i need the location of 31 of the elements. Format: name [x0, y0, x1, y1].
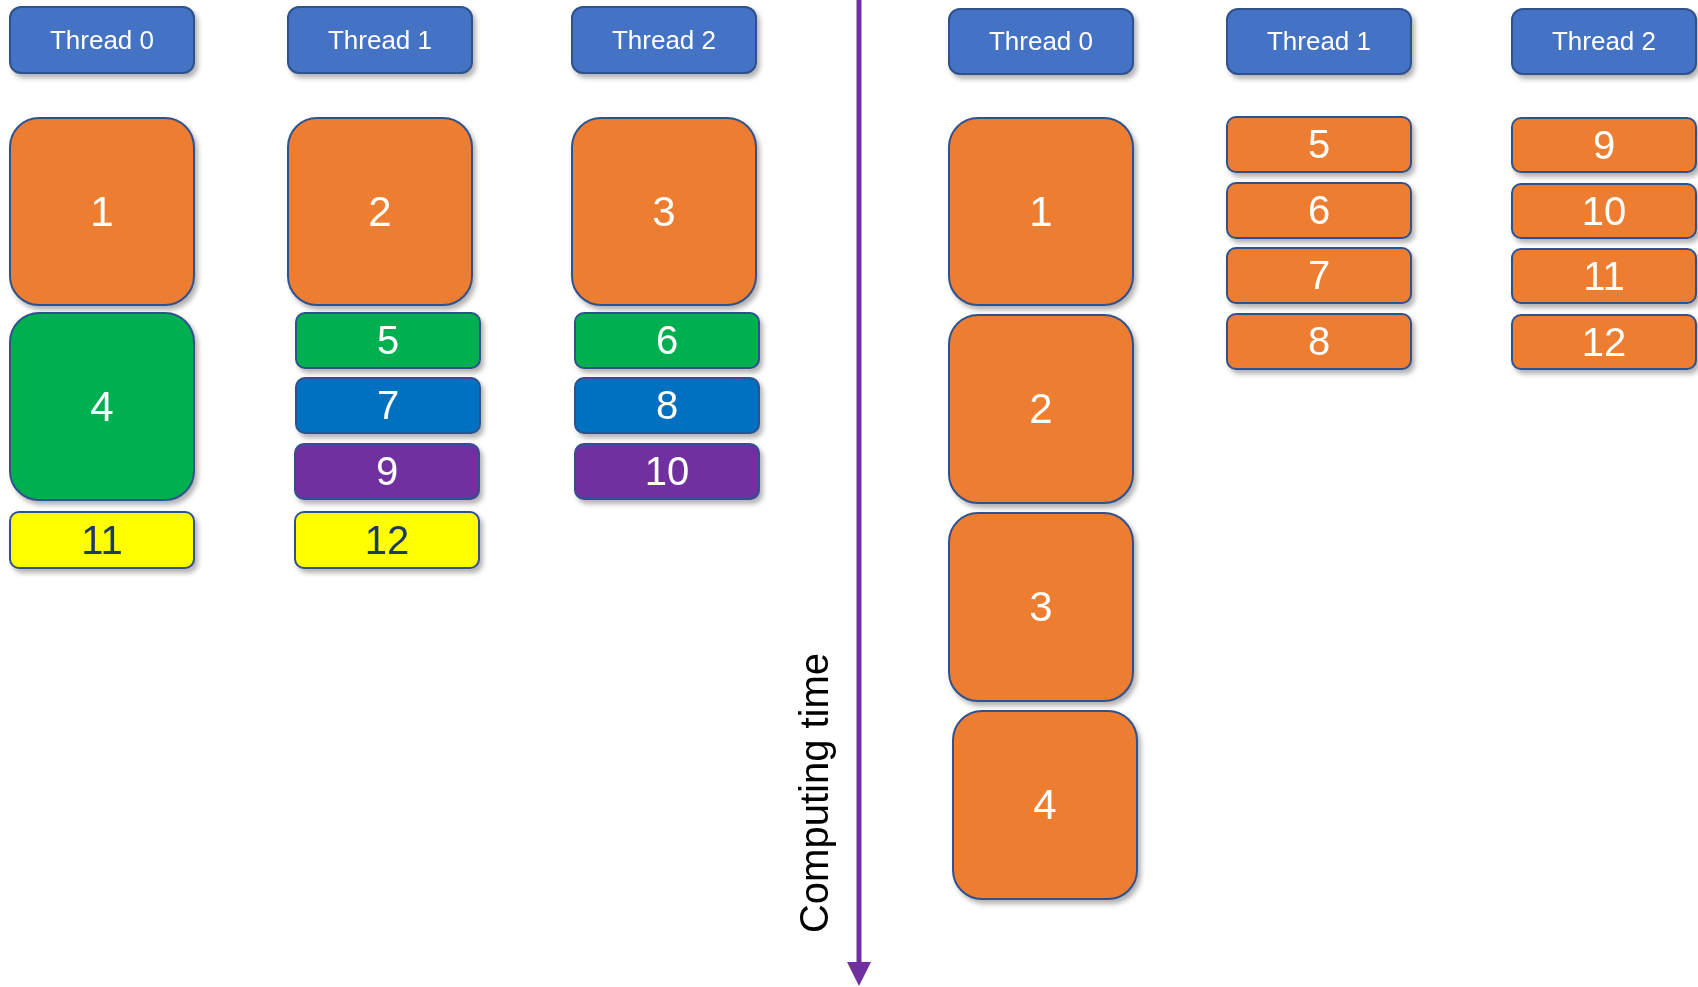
- task-block: 10: [574, 443, 760, 500]
- task-block: 6: [574, 312, 760, 369]
- task-block: 2: [287, 117, 473, 306]
- task-block: 1: [948, 117, 1134, 306]
- task-block: 2: [948, 314, 1134, 504]
- axis-label: Computing time: [791, 652, 837, 934]
- task-block: 8: [1226, 313, 1412, 370]
- thread-header: Thread 0: [948, 8, 1134, 75]
- task-block: 9: [1511, 117, 1697, 173]
- task-block: 8: [574, 377, 760, 434]
- task-block: 4: [952, 710, 1138, 900]
- task-block: 11: [9, 511, 195, 569]
- task-block: 11: [1511, 248, 1697, 304]
- task-block: 12: [294, 511, 480, 569]
- thread-header: Thread 2: [571, 6, 757, 74]
- thread-header: Thread 2: [1511, 8, 1697, 75]
- task-block: 3: [571, 117, 757, 306]
- task-block: 4: [9, 312, 195, 501]
- thread-header: Thread 1: [287, 6, 473, 74]
- task-block: 12: [1511, 314, 1697, 370]
- task-block: 5: [295, 312, 481, 369]
- task-block: 10: [1511, 183, 1697, 239]
- task-block: 3: [948, 512, 1134, 702]
- task-block: 7: [295, 377, 481, 434]
- task-block: 6: [1226, 182, 1412, 239]
- thread-header: Thread 0: [9, 6, 195, 74]
- task-block: 7: [1226, 247, 1412, 304]
- thread-header: Thread 1: [1226, 8, 1412, 75]
- task-block: 9: [294, 443, 480, 500]
- task-block: 1: [9, 117, 195, 306]
- task-block: 5: [1226, 116, 1412, 173]
